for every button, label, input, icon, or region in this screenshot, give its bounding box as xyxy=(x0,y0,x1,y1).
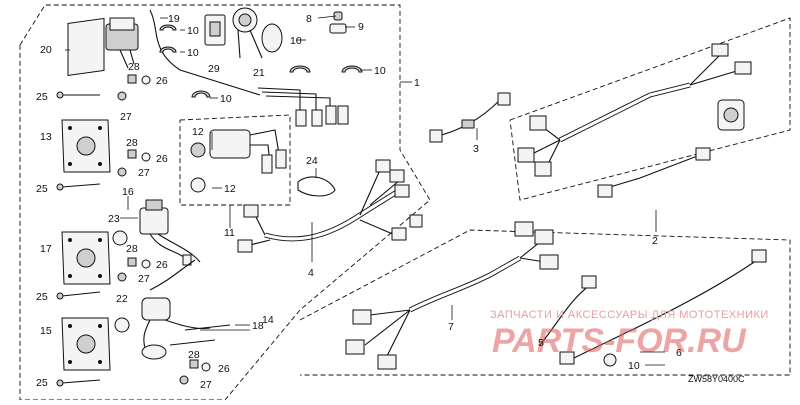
switch-22 xyxy=(114,297,211,360)
callout-2: 2 xyxy=(652,235,658,247)
harness-3 xyxy=(429,92,511,143)
watermark-line1: ЗАПЧАСТИ И АКСЕССУАРЫ ДЛЯ МОТОТЕХНИКИ xyxy=(490,309,769,321)
collar-9 xyxy=(329,23,347,34)
callout-12-b: 12 xyxy=(224,183,236,195)
callout-10-d: 10 xyxy=(374,65,386,77)
callout-19: 19 xyxy=(168,13,180,25)
group-11-boundary xyxy=(179,114,291,206)
callout-9: 9 xyxy=(358,21,364,33)
switch-16 xyxy=(112,199,201,266)
clip-10-e xyxy=(191,90,211,98)
callout-13: 13 xyxy=(40,131,52,143)
cable-18 xyxy=(149,259,231,346)
callout-10-f: 10 xyxy=(628,360,640,372)
callout-14: 14 xyxy=(262,314,274,326)
callout-27-a: 27 xyxy=(120,111,132,123)
screw-25-b xyxy=(56,183,101,191)
group-2-boundary xyxy=(509,17,791,201)
harness-6 xyxy=(559,249,767,367)
harness-7 xyxy=(345,221,559,370)
group-6-boundary xyxy=(299,229,791,376)
hardware-set-1 xyxy=(117,74,151,101)
callout-20: 20 xyxy=(40,44,52,56)
callout-28-a: 28 xyxy=(128,61,140,73)
callout-10-a: 10 xyxy=(187,25,199,37)
callout-6: 6 xyxy=(676,347,682,359)
callout-26-a: 26 xyxy=(156,75,168,87)
callout-5: 5 xyxy=(538,337,544,349)
callout-27-d: 27 xyxy=(200,379,212,391)
callout-10-b: 10 xyxy=(187,47,199,59)
callout-25-a: 25 xyxy=(36,91,48,103)
callout-27-b: 27 xyxy=(138,167,150,179)
callout-25-b: 25 xyxy=(36,183,48,195)
callout-23: 23 xyxy=(108,213,120,225)
harness-2 xyxy=(517,43,752,198)
harness-5 xyxy=(539,275,597,346)
callout-1: 1 xyxy=(414,77,420,89)
clip-10-a xyxy=(159,24,177,31)
callout-28-c: 28 xyxy=(126,243,138,255)
callout-12-a: 12 xyxy=(192,126,204,138)
main-harness-4 xyxy=(237,159,423,253)
callout-4: 4 xyxy=(308,267,314,279)
callout-8: 8 xyxy=(306,13,312,25)
callout-18: 18 xyxy=(252,320,264,332)
callout-7: 7 xyxy=(448,321,454,333)
watermark-line2: PARTS-FOR.RU xyxy=(492,322,747,360)
clip-10-c xyxy=(289,65,311,73)
hardware-set-2 xyxy=(117,149,151,177)
screw-25-a xyxy=(56,91,100,99)
callout-17: 17 xyxy=(40,243,52,255)
switch-21 xyxy=(232,7,283,59)
hardware-set-4 xyxy=(179,359,211,385)
callout-26-d: 26 xyxy=(218,363,230,375)
diagram-code: ZW58Y0400C xyxy=(688,374,745,384)
callout-21: 21 xyxy=(253,67,265,79)
callout-26-c: 26 xyxy=(156,259,168,271)
callout-10-e: 10 xyxy=(220,93,232,105)
screw-25-d xyxy=(56,379,101,387)
callout-29: 29 xyxy=(208,63,220,75)
callout-25-c: 25 xyxy=(36,291,48,303)
callout-3: 3 xyxy=(473,143,479,155)
leader-lines xyxy=(65,15,665,366)
callout-26-b: 26 xyxy=(156,153,168,165)
bracket-29 xyxy=(204,14,226,46)
switch-panel-20 xyxy=(67,17,139,77)
clip-10-b xyxy=(159,46,177,53)
callout-25-d: 25 xyxy=(36,377,48,389)
lead-harness-upper xyxy=(257,87,349,127)
callout-11: 11 xyxy=(224,227,235,239)
callout-10-c: 10 xyxy=(290,35,302,47)
clamp-24 xyxy=(297,176,336,197)
ignition-switch-11 xyxy=(190,129,287,193)
switch-panel-17 xyxy=(61,231,111,285)
callout-27-c: 27 xyxy=(138,273,150,285)
callout-15: 15 xyxy=(40,325,52,337)
callout-24: 24 xyxy=(306,155,318,167)
switch-panel-15 xyxy=(61,317,111,371)
wire-19 xyxy=(149,9,261,96)
screw-25-c xyxy=(56,291,101,300)
callout-16: 16 xyxy=(122,186,134,198)
clip-10-d xyxy=(341,65,363,73)
hardware-set-3 xyxy=(117,257,151,282)
callout-28-b: 28 xyxy=(126,137,138,149)
callout-22: 22 xyxy=(116,293,128,305)
switch-panel-13 xyxy=(61,119,111,173)
callout-28-d: 28 xyxy=(188,349,200,361)
